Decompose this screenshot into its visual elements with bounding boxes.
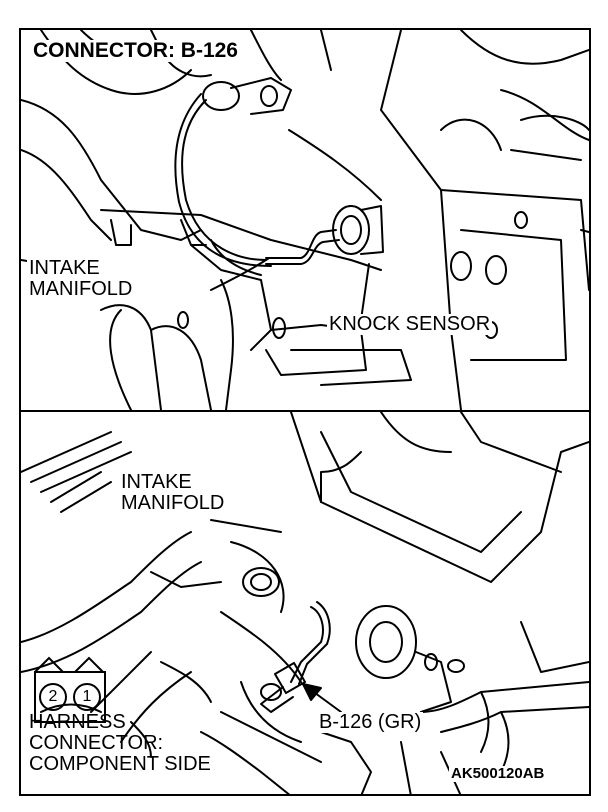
connector-title: CONNECTOR: B-126: [31, 39, 240, 63]
diagram-frame: CONNECTOR: B-126 INTAKE MANIFOLD KNOCK S…: [19, 28, 591, 796]
figure-code: AK500120AB: [449, 765, 547, 782]
harness-connector-label: HARNESS CONNECTOR: COMPONENT SIDE: [29, 711, 211, 775]
knock-sensor-label: KNOCK SENSOR: [327, 313, 493, 335]
intake-manifold-label-top: INTAKE MANIFOLD: [27, 257, 135, 300]
top-panel: CONNECTOR: B-126 INTAKE MANIFOLD KNOCK S…: [21, 30, 589, 410]
bottom-panel: 2 1 INTAKE MANIFOLD B-126 (GR) HARNESS C…: [21, 410, 589, 796]
connector-b126-label: B-126 (GR): [317, 711, 424, 733]
engine-top-view-drawing: [21, 30, 589, 410]
engine-close-up-drawing: [21, 412, 589, 796]
connector-pin-2: 2: [48, 688, 58, 705]
harness-connector-icon: [34, 656, 106, 723]
connector-pin-1: 1: [82, 688, 92, 705]
intake-manifold-label-bottom: INTAKE MANIFOLD: [119, 471, 227, 514]
